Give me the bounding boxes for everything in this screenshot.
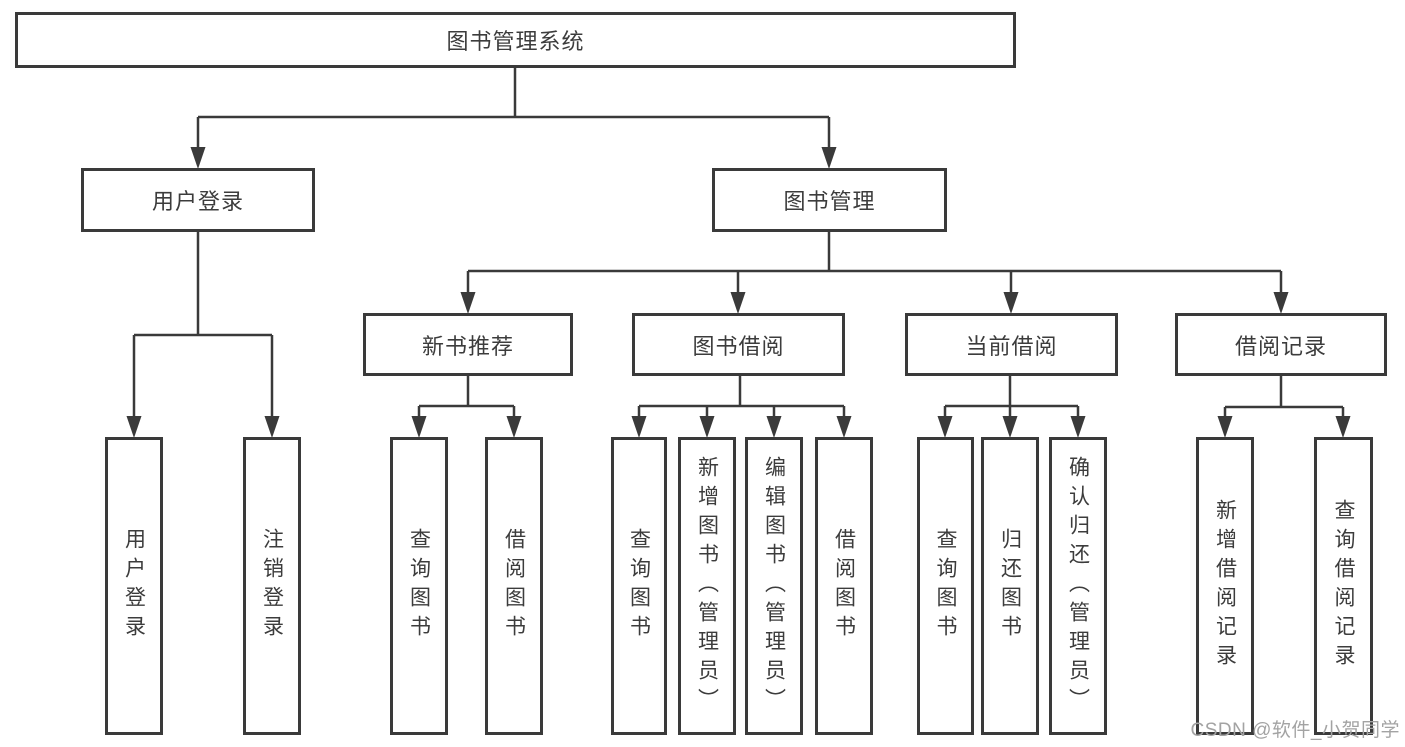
node-library-management-system: 图书管理系统 [15,12,1016,68]
node-label: 当前借阅 [965,333,1058,359]
node-label: 新增图书（管理员） [695,455,719,717]
leaf-add-books-admin: 新增图书（管理员） [678,437,736,735]
node-label: 确认归还（管理员） [1066,455,1090,717]
leaf-logout: 注销登录 [243,437,301,735]
node-borrowing-records: 借阅记录 [1175,313,1387,376]
arrowhead-icons [126,147,1351,438]
node-label: 查询图书 [627,528,651,644]
node-label: 新书推荐 [421,333,514,359]
node-label: 查询图书 [934,528,957,644]
node-label: 借阅记录 [1234,333,1327,359]
leaf-edit-books-admin: 编辑图书（管理员） [745,437,803,735]
node-current-borrowing: 当前借阅 [905,313,1118,376]
node-label: 图书借阅 [692,333,785,359]
node-label: 编辑图书（管理员） [762,455,786,717]
leaf-add-borrow-record: 新增借阅记录 [1196,437,1254,735]
node-user-login: 用户登录 [81,168,315,232]
leaf-confirm-return-admin: 确认归还（管理员） [1049,437,1107,735]
leaf-return-books: 归还图书 [981,437,1039,735]
node-new-book-recommend: 新书推荐 [363,313,573,376]
csdn-watermark: CSDN @软件_小贺同学 [1190,720,1400,741]
node-label: 归还图书 [998,528,1022,644]
leaf-query-books-borrow: 查询图书 [611,437,667,735]
node-label: 借阅图书 [832,528,856,644]
node-label: 借阅图书 [502,528,526,644]
leaf-borrow-books-recommend: 借阅图书 [485,437,543,735]
leaf-borrow-books: 借阅图书 [815,437,873,735]
node-label: 新增借阅记录 [1213,499,1237,673]
node-book-management: 图书管理 [712,168,947,232]
leaf-query-books-current: 查询图书 [917,437,974,735]
node-label: 查询图书 [407,528,431,644]
node-label: 用户登录 [151,189,244,214]
node-label: 用户登录 [122,528,146,644]
node-label: 图书管理系统 [446,29,585,54]
leaf-query-books-recommend: 查询图书 [390,437,448,735]
node-label: 注销登录 [260,528,284,644]
leaf-query-borrow-record: 查询借阅记录 [1314,437,1373,735]
node-label: 查询借阅记录 [1332,499,1355,673]
leaf-user-login: 用户登录 [105,437,163,735]
node-label: 图书管理 [783,189,876,214]
node-book-borrowing: 图书借阅 [632,313,845,376]
